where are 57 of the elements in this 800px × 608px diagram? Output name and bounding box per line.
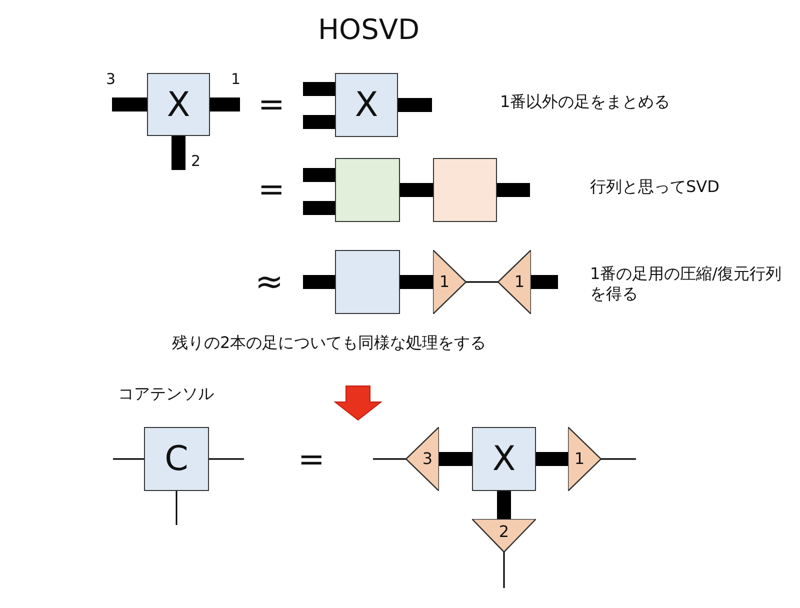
equation-sign: = (298, 439, 325, 479)
diagram-title: HOSVD (318, 12, 420, 47)
leg-number: 2 (191, 152, 201, 171)
equation-sign: = (258, 169, 285, 209)
leg-line (113, 458, 144, 460)
equation-sign: = (258, 84, 285, 124)
tensor-leg (303, 115, 335, 129)
tensor-leg (210, 98, 240, 112)
annotation-text: 残りの2本の足についても同様な処理をする (172, 333, 486, 353)
index-label: 1 (514, 274, 525, 290)
annotation-text: 行列と思ってSVD (590, 177, 720, 197)
leg-line (373, 458, 406, 460)
tensor-label: X (166, 88, 190, 122)
tensor-leg (497, 491, 511, 519)
index-label: 1 (439, 274, 450, 290)
tensor-leg (303, 201, 335, 215)
tensor-box (472, 427, 536, 491)
equation-sign: ≈ (255, 261, 284, 304)
matrix-box (433, 158, 497, 222)
tensor-leg (497, 183, 530, 197)
index-label: 1 (574, 451, 585, 467)
leg-number: 3 (106, 70, 116, 89)
leg-number: 1 (231, 70, 241, 89)
tensor-leg (172, 136, 186, 170)
matrix-box (335, 158, 400, 222)
tensor-leg (303, 275, 335, 289)
tensor-label: C (164, 442, 188, 476)
matrix-box (335, 250, 400, 314)
tensor-label: X (354, 88, 378, 122)
tensor-leg (536, 452, 568, 466)
tensor-leg (303, 168, 335, 182)
annotation-text: 1番以外の足をまとめる (500, 92, 670, 112)
leg-line (466, 281, 498, 283)
tensor-label: X (492, 442, 516, 476)
triangle-node (498, 250, 531, 314)
tensor-box (147, 73, 210, 136)
tensor-leg (400, 275, 433, 289)
tensor-leg (400, 183, 433, 197)
index-label: 3 (422, 451, 433, 467)
tensor-leg (112, 98, 147, 112)
triangle-node (472, 519, 536, 552)
tensor-box (335, 73, 398, 137)
tensor-leg (439, 452, 472, 466)
tensor-leg (531, 275, 558, 289)
leg-line (503, 552, 505, 588)
tensor-box (144, 427, 209, 491)
index-label: 2 (498, 524, 510, 540)
triangle-node (433, 250, 466, 314)
tensor-leg (303, 82, 335, 96)
leg-line (176, 491, 178, 525)
leg-line (209, 458, 244, 460)
tensor-leg (398, 98, 432, 112)
annotation-text: 1番の足用の圧縮/復元行列を得る (590, 264, 783, 304)
triangle-node (406, 427, 439, 491)
leg-line (601, 458, 636, 460)
annotation-text: コアテンソル (118, 384, 214, 404)
triangle-node (568, 427, 601, 491)
